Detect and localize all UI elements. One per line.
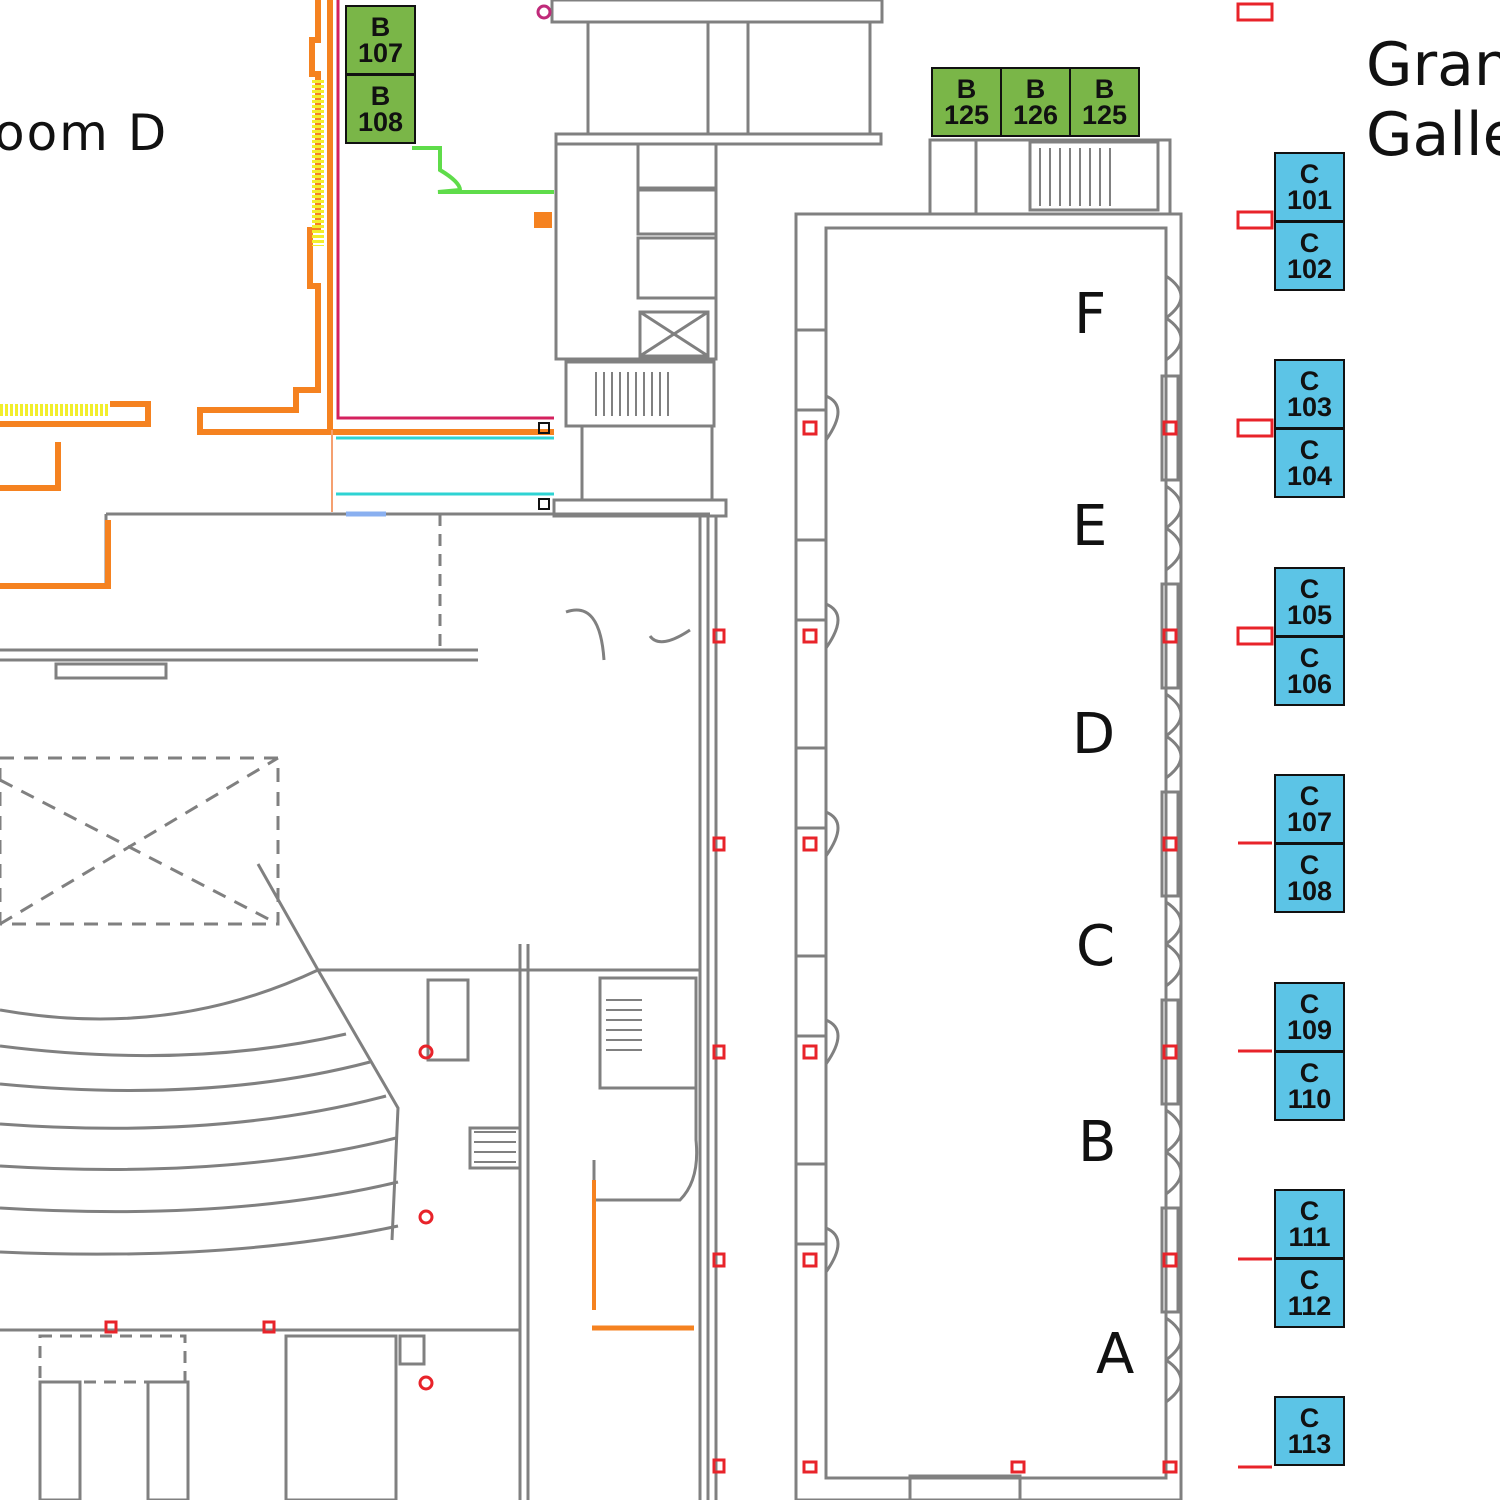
booth-number: 104 — [1286, 461, 1333, 491]
booth-c102[interactable]: C 102 — [1274, 221, 1345, 291]
booth-letter: B — [370, 81, 391, 111]
booth-letter: C — [1299, 435, 1320, 465]
booth-b107[interactable]: B 107 — [345, 5, 416, 75]
booth-c103[interactable]: C 103 — [1274, 359, 1345, 429]
utility-lines — [0, 0, 694, 1331]
walls — [0, 0, 1183, 1500]
booth-b125-left[interactable]: B 125 — [931, 67, 1002, 137]
row-label-c: C — [1076, 914, 1116, 979]
booth-number: 109 — [1286, 1015, 1333, 1045]
booth-c112[interactable]: C 112 — [1274, 1258, 1345, 1328]
booth-number: 113 — [1287, 1429, 1332, 1459]
row-label-f: F — [1074, 282, 1107, 347]
booth-number: 102 — [1286, 254, 1333, 284]
booth-letter: B — [1094, 74, 1115, 104]
booth-c107[interactable]: C 107 — [1274, 774, 1345, 844]
booth-letter: C — [1299, 1403, 1320, 1433]
booth-b125-right[interactable]: B 125 — [1069, 67, 1140, 137]
booth-letter: C — [1299, 228, 1320, 258]
booth-number: 106 — [1286, 669, 1333, 699]
doors — [565, 274, 1183, 1404]
booth-letter: C — [1299, 1058, 1320, 1088]
booth-letter: C — [1299, 989, 1320, 1019]
booth-letter: B — [1025, 74, 1046, 104]
gallery-label-line1: Gran — [1366, 30, 1500, 100]
booth-c111[interactable]: C 111 — [1274, 1189, 1345, 1259]
booth-number: 108 — [1286, 876, 1333, 906]
booth-letter: C — [1299, 1196, 1320, 1226]
booth-letter: C — [1299, 1265, 1320, 1295]
booth-letter: C — [1299, 850, 1320, 880]
booth-letter: C — [1299, 781, 1320, 811]
booth-c109[interactable]: C 109 — [1274, 982, 1345, 1052]
black-markers — [538, 422, 550, 510]
booth-c108[interactable]: C 108 — [1274, 843, 1345, 913]
booth-number: 105 — [1286, 600, 1333, 630]
row-label-d: D — [1072, 702, 1116, 767]
booth-letter: C — [1299, 366, 1320, 396]
booth-letter: C — [1299, 159, 1320, 189]
booth-letter: C — [1299, 574, 1320, 604]
booth-number: 107 — [357, 38, 404, 68]
ballroom-label: oom D — [0, 104, 169, 162]
booth-letter: C — [1299, 643, 1320, 673]
booth-c113[interactable]: C 113 — [1274, 1396, 1345, 1466]
booth-b126[interactable]: B 126 — [1000, 67, 1071, 137]
booth-b108[interactable]: B 108 — [345, 74, 416, 144]
booth-c101[interactable]: C 101 — [1274, 152, 1345, 222]
marker-symbols — [104, 2, 1274, 1474]
booth-c105[interactable]: C 105 — [1274, 567, 1345, 637]
row-label-b: B — [1078, 1110, 1117, 1175]
booth-letter: B — [370, 12, 391, 42]
booth-number: 125 — [943, 100, 990, 130]
booth-number: 110 — [1287, 1084, 1332, 1114]
booth-c104[interactable]: C 104 — [1274, 428, 1345, 498]
row-label-e: E — [1072, 494, 1108, 559]
booth-number: 126 — [1012, 100, 1059, 130]
booth-number: 125 — [1081, 100, 1128, 130]
booth-number: 111 — [1288, 1222, 1331, 1252]
booth-number: 107 — [1286, 807, 1333, 837]
booth-letter: B — [956, 74, 977, 104]
stairs — [474, 148, 1111, 1163]
booth-c106[interactable]: C 106 — [1274, 636, 1345, 706]
booth-number: 103 — [1286, 392, 1333, 422]
booth-number: 108 — [357, 107, 404, 137]
booth-c110[interactable]: C 110 — [1274, 1051, 1345, 1121]
gallery-label-line2: Galle — [1366, 100, 1500, 170]
row-label-a: A — [1096, 1322, 1135, 1387]
booth-number: 112 — [1287, 1291, 1332, 1321]
booth-number: 101 — [1286, 185, 1333, 215]
